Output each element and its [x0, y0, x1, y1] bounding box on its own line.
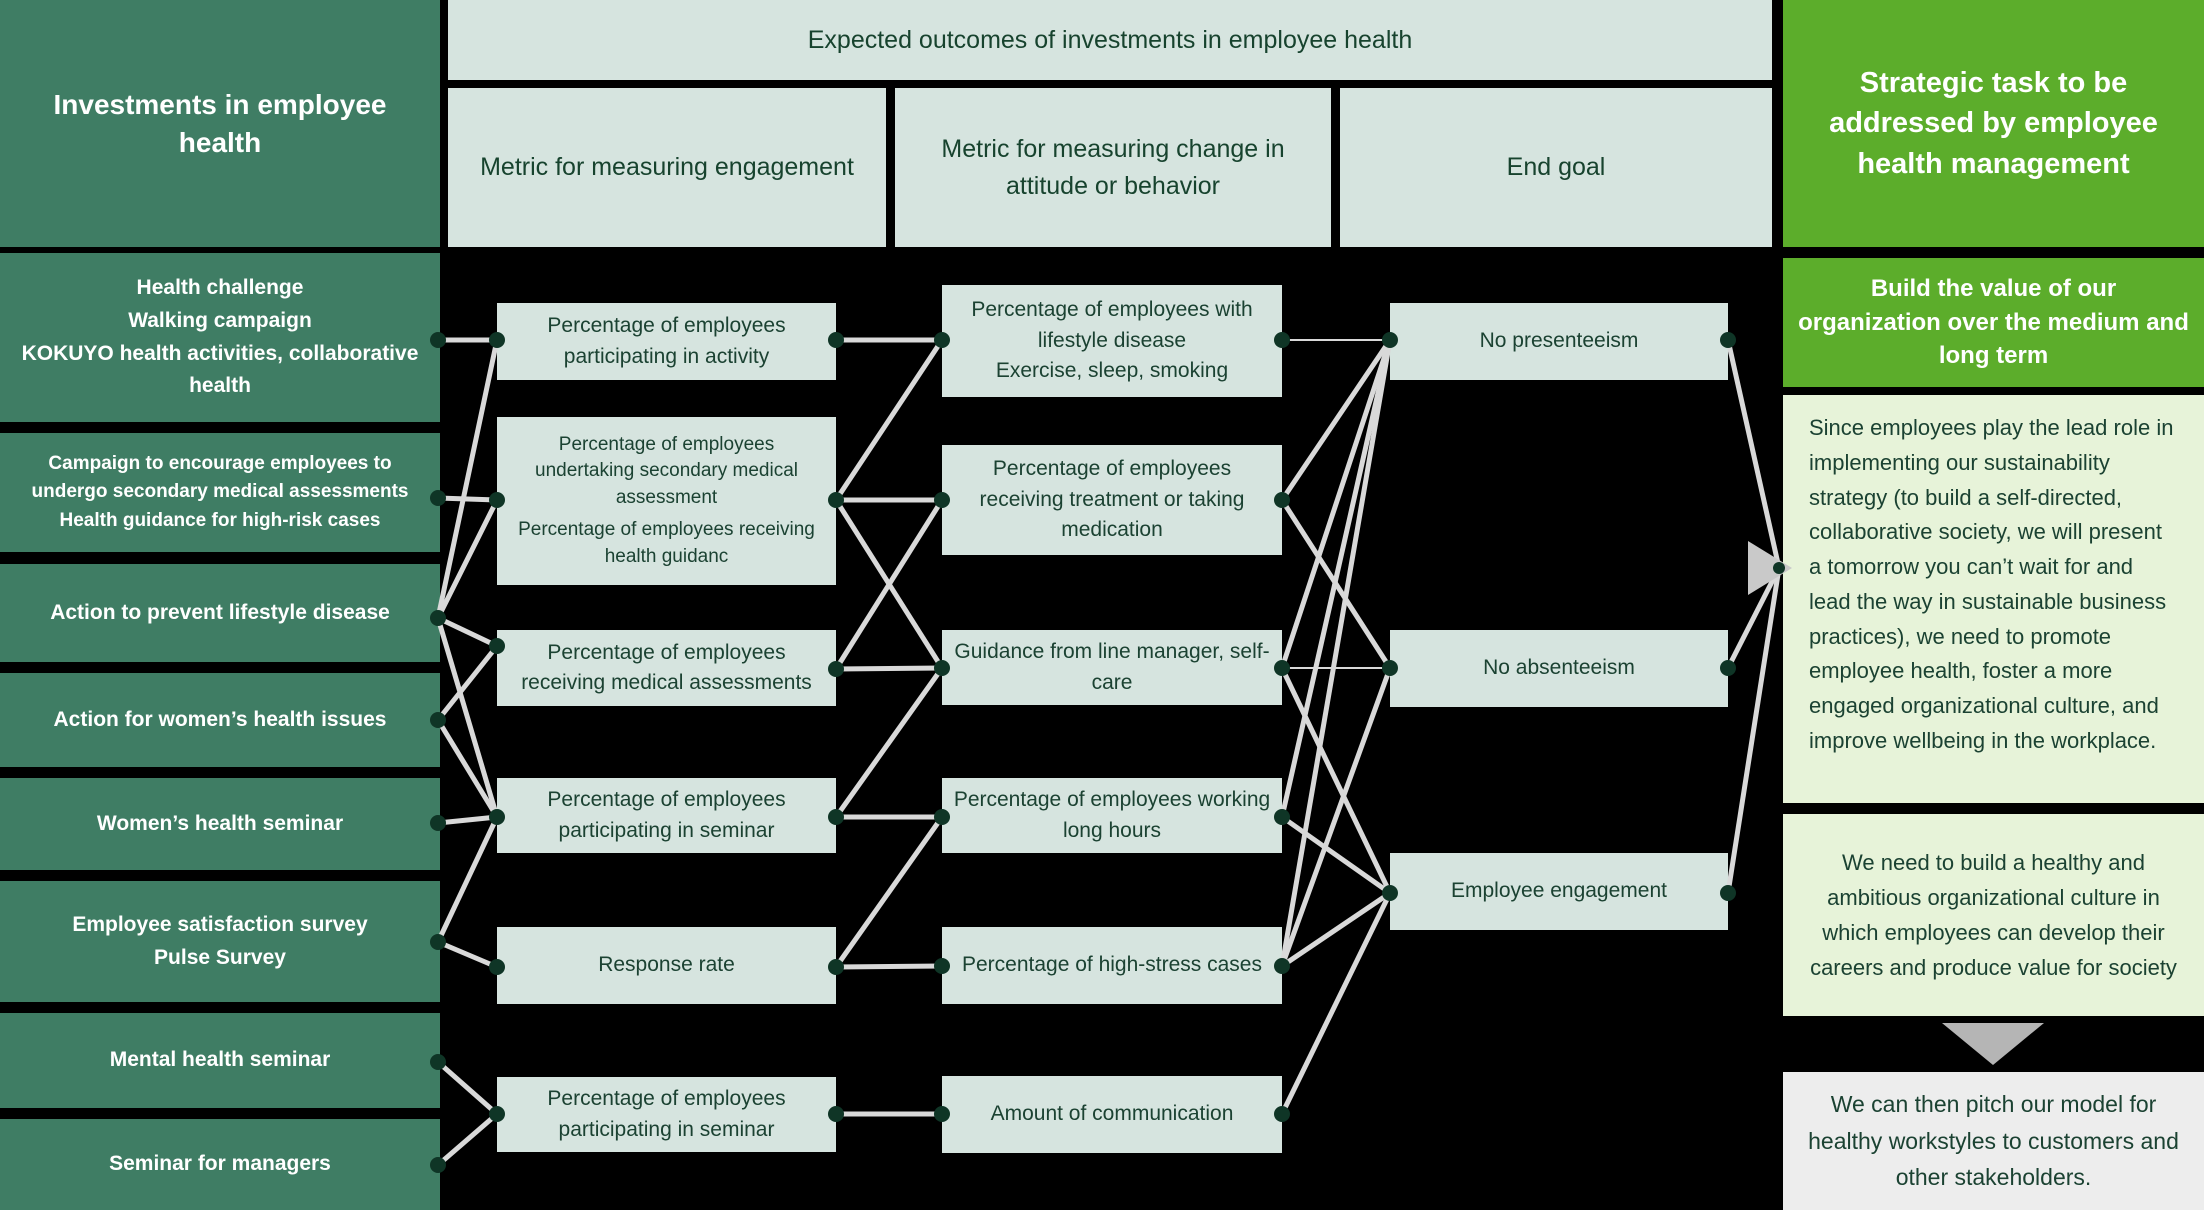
metric-long-hours: Percentage of employees working long hou…: [942, 778, 1282, 853]
metric-high-stress: Percentage of high-stress cases: [942, 927, 1282, 1004]
metric-label: Percentage of high-stress cases: [962, 953, 1262, 977]
investment-row-secondary-assessment-campaign: Campaign to encourage employees to under…: [0, 433, 440, 552]
row-item: Employee satisfaction survey: [72, 912, 368, 936]
strategy-conclusion-box: We can then pitch our model for healthy …: [1783, 1072, 2204, 1210]
metric-label: Percentage of employees receiving health…: [518, 519, 815, 567]
metric-seminar-participation-1: Percentage of employees participating in…: [497, 778, 836, 853]
investment-row-health-challenge: Health challenge Walking campaign KOKUYO…: [0, 253, 440, 422]
metric-treatment-medication: Percentage of employees receiving treatm…: [942, 445, 1282, 555]
column-label: End goal: [1506, 153, 1606, 182]
goal-label: Employee engagement: [1451, 879, 1667, 903]
row-item: Health challenge: [136, 276, 304, 300]
column-header-engagement: Metric for measuring engagement: [448, 88, 886, 247]
metric-line-manager-guidance: Guidance from line manager, self-care: [942, 630, 1282, 705]
paragraph-text: We need to build a healthy and ambitious…: [1810, 849, 2177, 981]
paragraph-text: Since employees play the lead role in im…: [1809, 415, 2174, 753]
row-item: Action for women’s health issues: [53, 707, 387, 731]
row-item: KOKUYO health activities, collaborative …: [21, 341, 419, 398]
metric-communication: Amount of communication: [942, 1076, 1282, 1153]
metric-activity-participation: Percentage of employees participating in…: [497, 303, 836, 380]
metric-label: Percentage of employees participating in…: [547, 1087, 786, 1141]
investment-row-satisfaction-survey: Employee satisfaction survey Pulse Surve…: [0, 881, 440, 1002]
goal-no-absenteeism: No absenteeism: [1390, 630, 1728, 707]
row-item: Action to prevent lifestyle disease: [50, 600, 390, 624]
metric-label: Percentage of employees receiving treatm…: [979, 457, 1245, 542]
goal-no-presenteeism: No presenteeism: [1390, 303, 1728, 380]
metric-medical-assessments: Percentage of employees receiving medica…: [497, 630, 836, 706]
goal-employee-engagement: Employee engagement: [1390, 853, 1728, 930]
investment-row-lifestyle-disease: Action to prevent lifestyle disease: [0, 564, 440, 662]
investments-header: Investments in employee health: [0, 0, 440, 247]
metric-secondary-assessment: Percentage of employees undertaking seco…: [497, 417, 836, 585]
row-item: Walking campaign: [128, 308, 312, 332]
metric-label: Exercise, sleep, smoking: [995, 359, 1229, 383]
goal-label: No absenteeism: [1483, 656, 1635, 680]
metric-label: Percentage of employees participating in…: [547, 314, 786, 368]
metric-label: Guidance from line manager, self-care: [954, 640, 1270, 694]
metric-label: Response rate: [598, 953, 735, 977]
investment-row-manager-seminar: Seminar for managers: [0, 1119, 440, 1210]
row-item: Women’s health seminar: [96, 811, 344, 835]
column-header-behavior: Metric for measuring change in attitude …: [895, 88, 1331, 247]
metric-label: Percentage of employees participating in…: [547, 788, 786, 842]
investment-row-mental-health-seminar: Mental health seminar: [0, 1013, 440, 1108]
metric-seminar-participation-2: Percentage of employees participating in…: [497, 1077, 836, 1152]
row-item: Mental health seminar: [109, 1048, 331, 1072]
metric-label: Percentage of employees with lifestyle d…: [971, 298, 1253, 352]
column-header-end-goal: End goal: [1340, 88, 1772, 247]
investment-row-womens-health-seminar: Women’s health seminar: [0, 778, 440, 870]
strategy-paragraph-1: Since employees play the lead role in im…: [1783, 395, 2204, 803]
row-item: Health guidance for high-risk cases: [59, 509, 381, 531]
highlight-label: Build the value of our organization over…: [1798, 275, 2189, 370]
row-item: Pulse Survey: [154, 945, 286, 969]
header-label: Investments in employee health: [53, 88, 387, 158]
goal-label: No presenteeism: [1479, 329, 1639, 353]
metric-label: Amount of communication: [990, 1102, 1234, 1126]
outcomes-band-header: Expected outcomes of investments in empl…: [448, 0, 1772, 80]
conclusion-text: We can then pitch our model for healthy …: [1808, 1090, 2179, 1191]
metric-label: Percentage of employees undertaking seco…: [535, 433, 798, 508]
strategy-paragraph-2: We need to build a healthy and ambitious…: [1783, 814, 2204, 1016]
metric-response-rate: Response rate: [497, 927, 836, 1004]
column-label: Metric for measuring change in attitude …: [941, 135, 1285, 200]
band-label: Expected outcomes of investments in empl…: [807, 25, 1413, 54]
row-item: Seminar for managers: [109, 1152, 331, 1176]
row-item: Campaign to encourage employees to under…: [31, 452, 409, 503]
strategy-header: Strategic task to be addressed by employ…: [1783, 0, 2204, 247]
metric-lifestyle-disease: Percentage of employees with lifestyle d…: [942, 285, 1282, 397]
investment-row-womens-health-action: Action for women’s health issues: [0, 673, 440, 767]
header-label: Strategic task to be addressed by employ…: [1829, 66, 2158, 180]
strategy-highlight-box: Build the value of our organization over…: [1783, 258, 2204, 387]
down-arrow-icon: [1942, 1023, 2044, 1065]
metric-label: Percentage of employees receiving medica…: [521, 640, 812, 694]
column-label: Metric for measuring engagement: [480, 153, 854, 182]
metric-label: Percentage of employees working long hou…: [953, 788, 1271, 842]
